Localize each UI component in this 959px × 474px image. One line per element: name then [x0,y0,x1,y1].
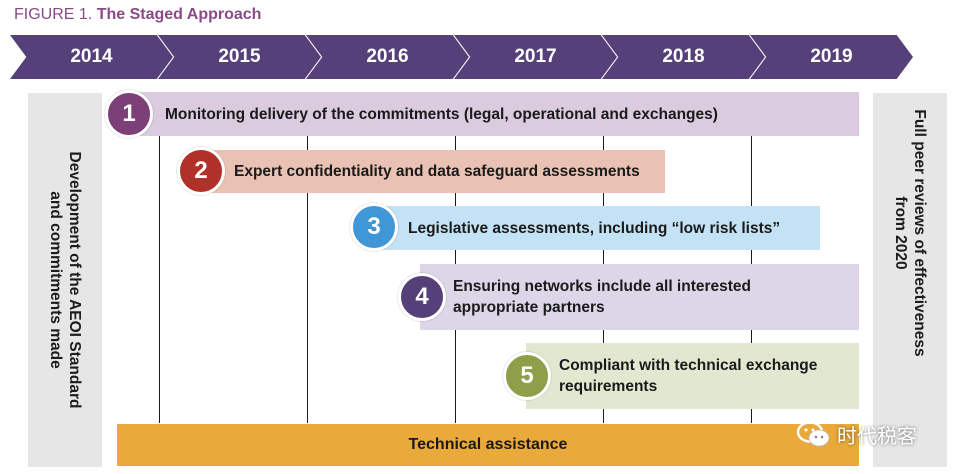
left-panel: Development of the AEOI Standard and com… [28,93,102,467]
stage-5-line2: requirements [559,378,658,395]
stage-1-text: Monitoring delivery of the commitments (… [165,105,718,123]
stage-4-number: 4 [415,283,429,310]
year-gridline [751,93,752,423]
right-panel: Full peer reviews of effectiveness from … [873,93,947,467]
year-chevron: 2014 [10,35,173,79]
stage-number-badge-1: 1 [105,90,153,138]
left-panel-line1: Development of the AEOI Standard [66,151,83,409]
stage-bar-3: Legislative assessments, including “low … [375,206,820,250]
stage-number-badge-5: 5 [503,352,551,400]
stage-5-line1: Compliant with technical exchange [559,357,818,374]
stage-1-number: 1 [122,100,136,127]
year-gridline [307,93,308,423]
right-panel-line2: from 2020 [892,196,909,270]
stage-2-text: Expert confidentiality and data safeguar… [234,163,640,180]
year-chevron: 2017 [454,35,617,79]
right-panel-line1: Full peer reviews of effectiveness [911,109,928,357]
watermark: 时代税客 [797,420,917,449]
year-chevron: 2016 [306,35,469,79]
year-label: 2017 [514,46,557,67]
stage-4-line2: appropriate partners [453,299,605,316]
stage-bar-2: Expert confidentiality and data safeguar… [200,150,665,193]
technical-assistance-label: Technical assistance [408,436,568,453]
figure-title: FIGURE 1. The Staged Approach [14,6,261,24]
year-label: 2016 [366,46,409,67]
year-gridline [455,93,456,423]
stage-number-badge-4: 4 [398,273,446,321]
wechat-icon [797,420,830,446]
year-gridline [159,93,160,423]
stage-5-text: Compliant with technical exchange requir… [559,355,817,397]
right-panel-text: Full peer reviews of effectiveness from … [891,109,929,356]
year-label: 2015 [218,46,261,67]
stage-bar-4: Ensuring networks include all interested… [420,264,859,330]
watermark-text: 时代税客 [837,426,917,448]
stage-number-badge-2: 2 [177,147,225,195]
year-chevron: 2019 [750,35,913,79]
technical-assistance-bar: Technical assistance [117,424,859,466]
stage-3-number: 3 [367,213,381,240]
year-chevron: 2015 [158,35,321,79]
stage-2-number: 2 [194,157,208,184]
year-label: 2018 [662,46,705,67]
year-gridline [603,93,604,423]
stage-number-badge-3: 3 [350,203,398,251]
figure-label: FIGURE 1. [14,6,93,23]
stage-4-text: Ensuring networks include all interested… [453,276,751,318]
year-label: 2014 [70,46,113,67]
year-chevron: 2018 [602,35,765,79]
left-panel-line2: and commitments made [47,191,64,369]
figure-title-text: The Staged Approach [96,6,262,23]
stage-4-line1: Ensuring networks include all interested [453,278,752,295]
stage-bar-5: Compliant with technical exchange requir… [526,343,859,409]
stage-3-text: Legislative assessments, including “low … [408,219,781,237]
stage-5-number: 5 [520,362,534,389]
year-label: 2019 [810,46,853,67]
stage-bar-1: Monitoring delivery of the commitments (… [130,92,859,136]
left-panel-text: Development of the AEOI Standard and com… [46,152,84,409]
